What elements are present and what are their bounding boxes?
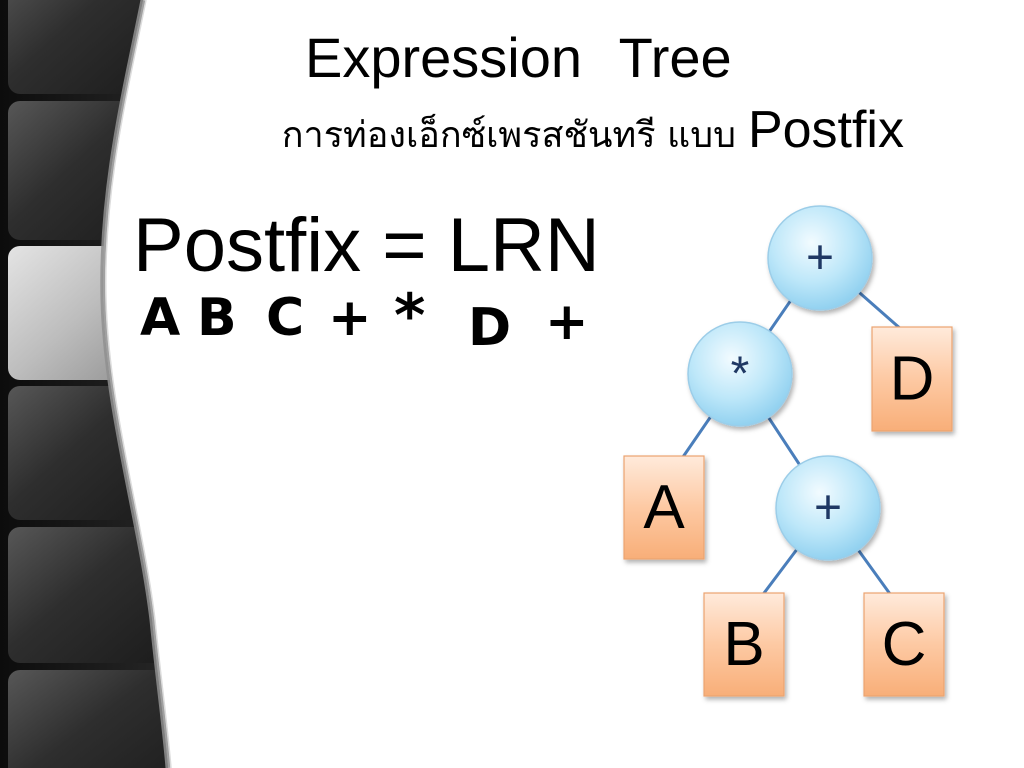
tree-node-multiply: * — [687, 321, 793, 427]
operand-node-box — [871, 326, 953, 432]
node-label: C — [882, 610, 927, 679]
film-frame — [8, 0, 158, 94]
node-label: + — [806, 232, 834, 285]
postfix-sequence: A B C + * D + — [0, 0, 620, 380]
film-frame — [8, 527, 168, 663]
filmstrip-edge-highlight — [105, 0, 172, 768]
sequence-token: * — [394, 281, 426, 351]
tree-edges — [672, 256, 904, 607]
filmstrip-edge — [100, 0, 171, 768]
sequence-token: C — [266, 288, 305, 348]
operand-node-box — [703, 592, 785, 697]
sequence-token: B — [197, 288, 237, 348]
expression-tree: + * D A + B C — [623, 205, 953, 697]
film-frame — [8, 386, 158, 520]
tree-node-b: B — [703, 592, 785, 697]
slide-title: Expression Tree — [305, 26, 732, 89]
sequence-token: + — [545, 292, 589, 352]
node-label: A — [643, 473, 685, 542]
operator-node-circle — [687, 321, 793, 427]
postfix-definition: Postfix = LRN — [133, 203, 600, 288]
tree-node-d: D — [871, 326, 953, 432]
operand-node-box — [863, 592, 945, 697]
operand-node-box — [623, 455, 705, 560]
tree-node-a: A — [623, 455, 705, 560]
slide-subtitle: การท่องเอ็กซ์เพรสชันทรี แบบ Postfix — [282, 102, 904, 164]
sequence-token: D — [468, 298, 512, 358]
node-label: * — [731, 348, 750, 401]
operator-node-circle — [767, 205, 873, 311]
operator-node-circle — [775, 455, 881, 561]
node-label: D — [890, 345, 935, 414]
tree-node-c: C — [863, 592, 945, 697]
tree-node-root-plus: + — [767, 205, 873, 311]
sequence-token: A — [140, 288, 181, 348]
node-label: B — [723, 610, 764, 679]
subtitle-thai: การท่องเอ็กซ์เพรสชันทรี แบบ — [281, 115, 736, 156]
node-label: + — [814, 482, 842, 535]
sequence-token: + — [328, 288, 372, 348]
film-frame — [8, 670, 168, 768]
subtitle-latin: Postfix — [747, 101, 904, 159]
tree-node-inner-plus: + — [775, 455, 881, 561]
